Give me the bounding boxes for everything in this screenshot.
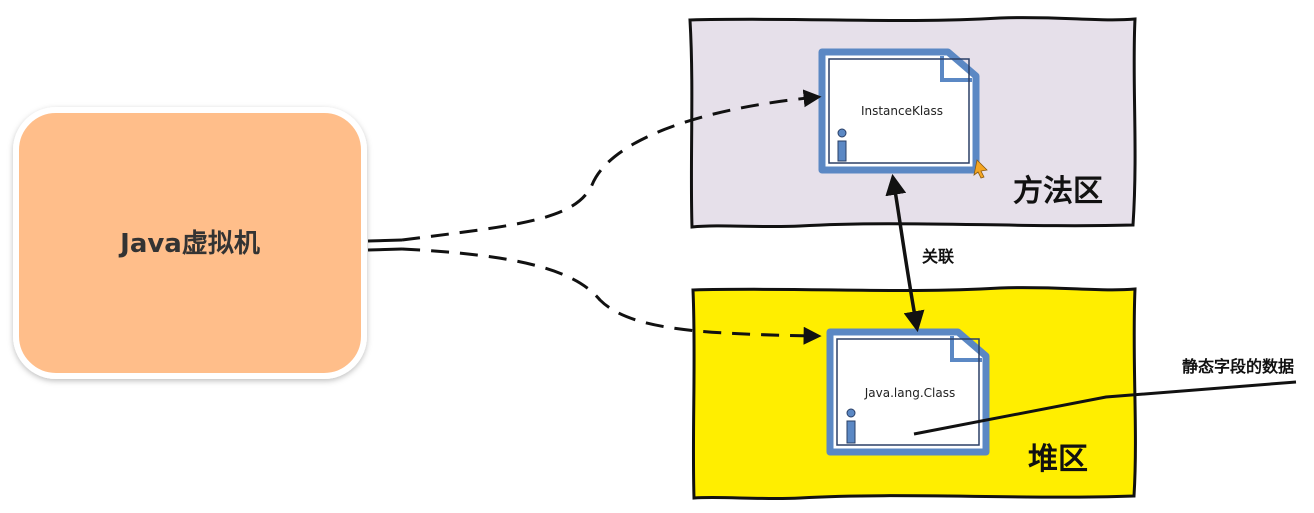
class-object-info-icon [846,408,856,444]
jvm-connector-line-bottom [367,247,403,252]
class-object-fold-icon [950,336,982,362]
jvm-label: Java虚拟机 [118,229,260,259]
heap-area-label: 堆区 [1028,442,1088,477]
jvm-connectors [367,89,822,345]
instance-klass-info-icon [837,128,847,162]
method-area-label: 方法区 [1013,174,1103,209]
cursor-icon [973,159,988,179]
class-object-doc-icon [826,328,990,456]
static-field-note: 静态字段的数据 [913,357,1297,436]
jvm-box-shape [13,107,367,379]
instance-klass-doc: InstanceKlass [818,48,988,179]
instance-klass-border [828,58,970,164]
instance-klass-doc-icon [818,48,980,174]
jvm-connector-line-top [367,238,403,243]
jvm-to-method-area-arrow [401,89,822,242]
jvm-box: Java虚拟机 [13,107,367,379]
instance-klass-fold-icon [940,56,972,82]
static-field-pointer [913,380,1297,436]
static-field-label: 静态字段的数据 [1182,357,1294,376]
association-label: 关联 [922,247,954,266]
instance-klass-label: InstanceKlass [861,104,943,118]
class-object-label: Java.lang.Class [864,386,955,400]
association-link: 关联 [885,173,954,333]
association-arrow [885,173,925,333]
class-object-border [836,338,980,446]
jvm-to-heap-arrow [401,247,822,345]
class-object-doc: Java.lang.Class [826,328,990,456]
